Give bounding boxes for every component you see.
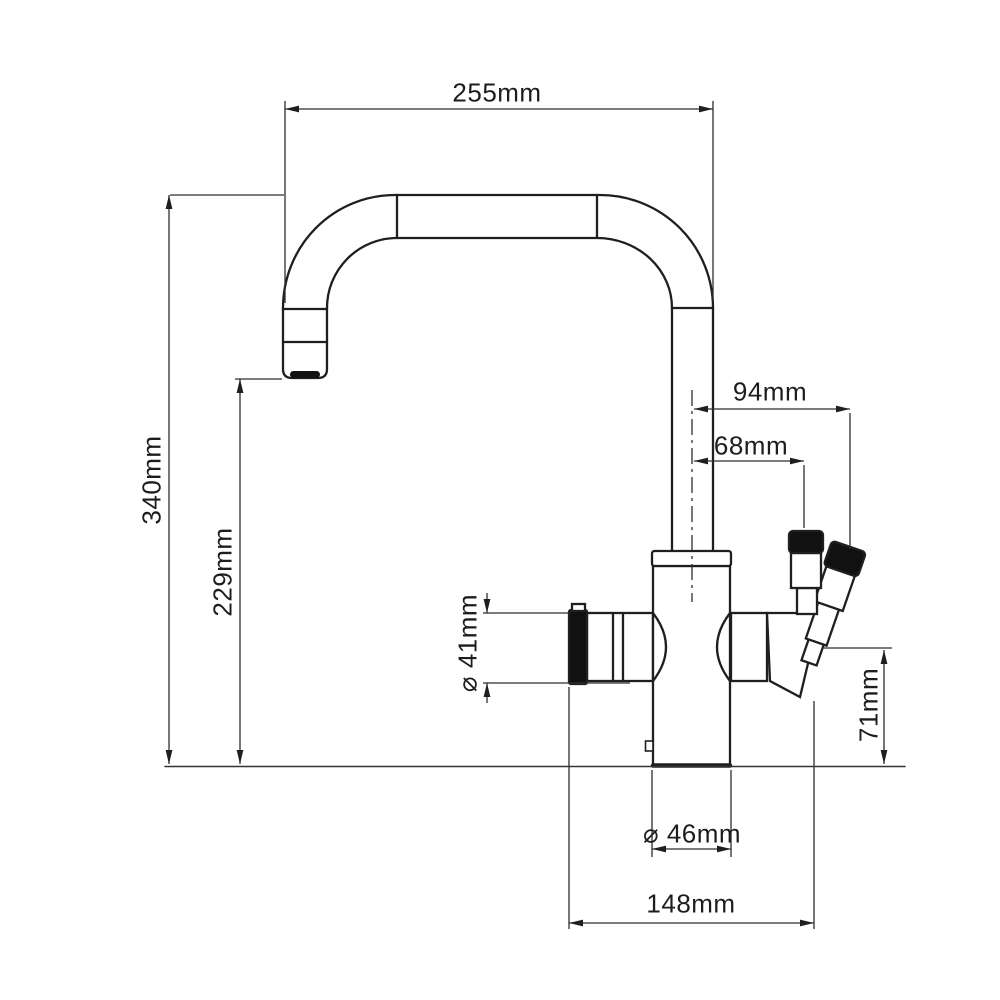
spout-drop-tube — [281, 306, 329, 380]
faucet-outline — [164, 193, 906, 768]
tilted-lever-cap — [823, 540, 867, 578]
right-waist-dome — [716, 611, 732, 683]
dim-94mm — [694, 405, 851, 549]
dimension-label-base-diameter: ⌀ 46mm — [642, 818, 742, 849]
dimension-label-outlet-height: 71mm — [853, 667, 884, 743]
dimension-lines — [165, 101, 892, 929]
tilted-lever — [799, 540, 867, 667]
dimension-label-overall-width: 148mm — [646, 888, 736, 919]
dim-255mm — [284, 101, 714, 303]
main-body — [644, 549, 733, 768]
aerator-tip — [290, 371, 320, 378]
left-waist-dome — [651, 611, 667, 683]
dim-41mm — [483, 593, 630, 703]
dimension-label-spout-reach: 255mm — [452, 77, 542, 108]
dimension-label-lever-offset-outer: 94mm — [732, 376, 808, 407]
dimension-label-body-diameter: ⌀ 41mm — [452, 593, 483, 693]
dimension-label-overall-height: 340mm — [136, 435, 167, 525]
left-arm-assembly — [567, 602, 655, 686]
dim-340mm — [165, 194, 284, 764]
dim-148mm — [568, 687, 815, 929]
right-arm — [729, 611, 769, 683]
dim-46mm — [651, 770, 732, 857]
riser-column — [670, 306, 715, 553]
dim-229mm — [235, 378, 282, 764]
left-handle-grip — [567, 608, 589, 686]
vertical-lever — [787, 529, 825, 616]
dim-71mm — [822, 647, 892, 764]
vertical-lever-cap — [787, 529, 825, 555]
spout-arch — [281, 193, 715, 312]
left-handle-tab — [570, 602, 587, 613]
dimension-label-lever-offset-inner: 68mm — [713, 430, 789, 461]
body-notch — [644, 740, 654, 752]
dimension-label-spout-clearance: 229mm — [207, 527, 238, 617]
dim-68mm — [694, 457, 805, 528]
